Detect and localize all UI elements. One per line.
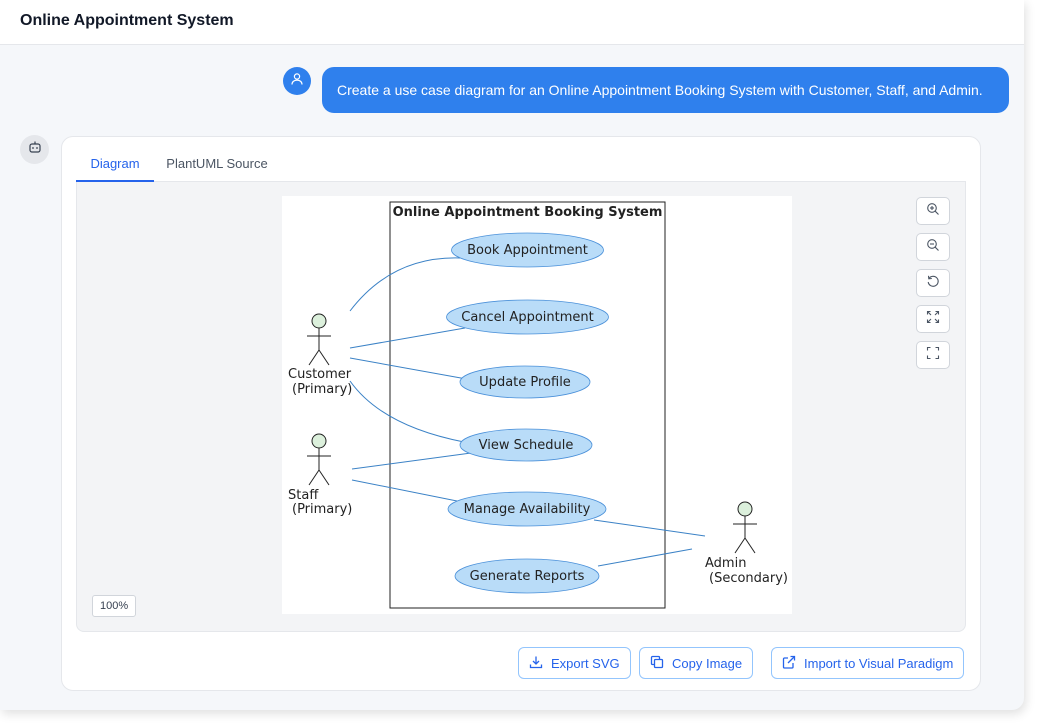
app-header: Online Appointment System: [0, 0, 1024, 45]
use-case-view-schedule[interactable]: View Schedule: [459, 428, 593, 462]
system-title: Online Appointment Booking System: [393, 205, 663, 220]
copy-image-label: Copy Image: [672, 655, 743, 671]
fullscreen-button[interactable]: [916, 341, 950, 369]
actor-admin-name: Admin: [705, 556, 746, 571]
app-title: Online Appointment System: [20, 12, 234, 29]
line-customer-cancel: [349, 327, 466, 349]
use-case-manage-availability[interactable]: Manage Availability: [447, 491, 607, 527]
use-case-book-appointment[interactable]: Book Appointment: [451, 232, 604, 268]
actor-customer[interactable]: [307, 313, 331, 366]
actor-admin[interactable]: [733, 501, 757, 554]
user-message-text: Create a use case diagram for an Online …: [337, 82, 983, 98]
line-staff-schedule: [351, 452, 472, 470]
user-message-bubble: Create a use case diagram for an Online …: [322, 67, 1009, 113]
reset-icon: [926, 274, 940, 293]
bot-icon: [28, 140, 42, 159]
copy-icon: [650, 655, 664, 672]
line-customer-schedule: [349, 380, 465, 443]
zoom-out-button[interactable]: [916, 233, 950, 261]
actor-customer-role: (Primary): [292, 382, 352, 397]
actor-staff-role: (Primary): [292, 502, 352, 517]
use-case-label: Generate Reports: [470, 569, 585, 584]
system-boundary: [389, 201, 666, 609]
import-visual-paradigm-label: Import to Visual Paradigm: [804, 655, 954, 671]
import-visual-paradigm-button[interactable]: Import to Visual Paradigm: [771, 647, 965, 679]
diagram-panel: Online Appointment Booking System: [76, 182, 966, 632]
tab-bar: Diagram PlantUML Source: [76, 145, 966, 182]
use-case-update-profile[interactable]: Update Profile: [459, 365, 591, 399]
fullscreen-icon: [926, 346, 940, 365]
zoom-in-icon: [926, 202, 940, 221]
export-svg-label: Export SVG: [551, 655, 620, 671]
response-card: Diagram PlantUML Source Online Appointme…: [61, 136, 981, 691]
reset-zoom-button[interactable]: [916, 269, 950, 297]
bot-avatar: [20, 135, 49, 164]
download-icon: [529, 655, 543, 672]
tab-diagram[interactable]: Diagram: [76, 145, 154, 182]
line-admin-availability: [593, 519, 706, 537]
external-link-icon: [782, 655, 796, 672]
zoom-level-badge: 100%: [92, 595, 137, 617]
use-case-generate-reports[interactable]: Generate Reports: [454, 558, 600, 594]
line-customer-profile: [349, 357, 473, 381]
export-svg-button[interactable]: Export SVG: [518, 647, 631, 679]
use-case-label: Book Appointment: [467, 243, 588, 258]
actor-customer-name: Customer: [288, 367, 352, 382]
use-case-label: Update Profile: [479, 375, 571, 390]
user-avatar: [283, 67, 311, 95]
copy-image-button[interactable]: Copy Image: [639, 647, 754, 679]
use-case-label: Manage Availability: [464, 502, 591, 517]
actor-staff-name: Staff: [288, 488, 319, 503]
user-icon: [290, 72, 304, 91]
zoom-out-icon: [926, 238, 940, 257]
use-case-label: Cancel Appointment: [461, 310, 593, 325]
fit-icon: [926, 310, 940, 329]
actor-admin-role: (Secondary): [709, 571, 788, 586]
line-admin-reports: [597, 548, 693, 567]
line-staff-availability: [351, 479, 463, 503]
fit-to-screen-button[interactable]: [916, 305, 950, 333]
zoom-in-button[interactable]: [916, 197, 950, 225]
tab-plantuml-source[interactable]: PlantUML Source: [166, 156, 268, 171]
use-case-cancel-appointment[interactable]: Cancel Appointment: [446, 299, 609, 335]
actor-staff[interactable]: [307, 433, 331, 486]
line-customer-book: [349, 257, 461, 312]
use-case-label: View Schedule: [479, 438, 574, 453]
diagram-canvas[interactable]: Online Appointment Booking System: [282, 196, 792, 614]
use-case-diagram: Online Appointment Booking System: [288, 201, 788, 609]
app-window: Online Appointment System Create a use c…: [0, 0, 1024, 691]
association-lines: [349, 257, 706, 567]
